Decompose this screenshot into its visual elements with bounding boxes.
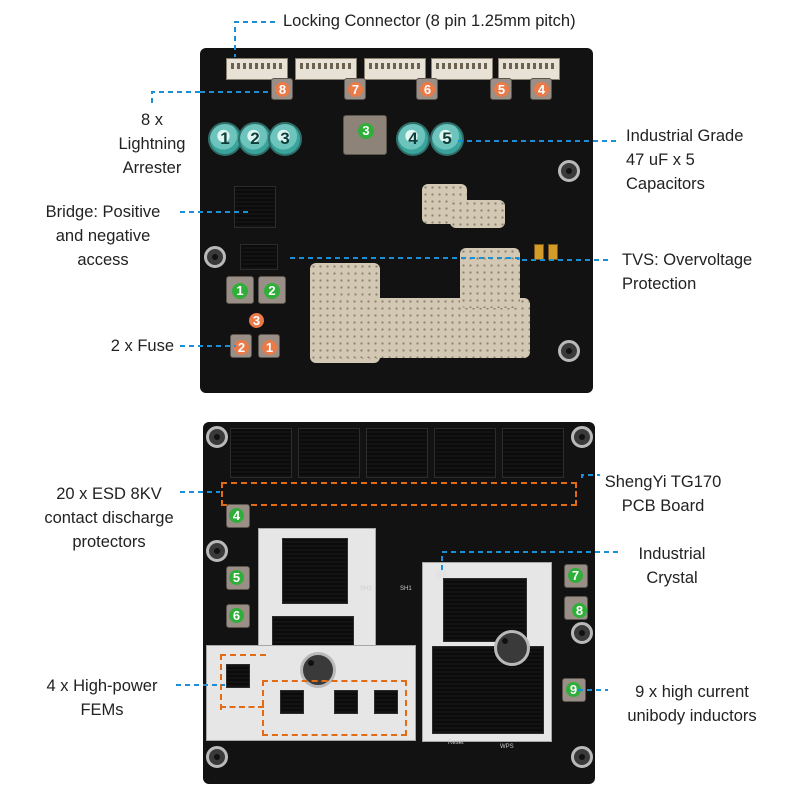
arrester-badge: 8	[275, 82, 290, 97]
callout-crystal: Industrial Crystal	[620, 542, 724, 590]
inductor-badge: 3	[358, 123, 374, 139]
industrial-crystal	[436, 570, 446, 578]
callout-line-1: TVS: Overvoltage	[622, 251, 753, 269]
callout-capacitors: Industrial Grade 47 uF x 5 Capacitors	[626, 124, 743, 196]
callout-esd: 20 x ESD 8KV contact discharge protector…	[16, 482, 202, 554]
callout-pcb: ShengYi TG170 PCB Board	[600, 470, 726, 518]
arrester-badge: 6	[420, 82, 435, 97]
locking-connector	[295, 58, 357, 80]
callout-line-2: Protection	[622, 275, 697, 293]
callout-bridge: Bridge: Positive and negative access	[28, 200, 178, 272]
wifi-chip	[432, 646, 544, 734]
silk-sh2: SH2	[360, 586, 372, 592]
callout-line-3: access	[77, 251, 129, 269]
fem-chip	[374, 690, 398, 714]
inductor-badge: 5	[229, 570, 244, 585]
inductor-badge: 4	[229, 508, 244, 523]
capacitor: 5	[430, 122, 464, 156]
callout-line-1: 9 x high current	[635, 683, 749, 701]
callout-line-3: Capacitors	[626, 175, 705, 193]
callout-lightning-arrester: 8 x Lightning Arrester	[90, 108, 214, 180]
fem-chip	[226, 664, 250, 688]
callout-fems: 4 x High-power FEMs	[30, 674, 174, 722]
mounting-hole	[300, 652, 336, 688]
fuse-badge: 3	[249, 313, 264, 328]
locking-connector	[498, 58, 560, 80]
capacitor: 2	[238, 122, 272, 156]
mounting-hole	[558, 340, 580, 362]
fuse-inductor-badge: 2	[264, 283, 280, 299]
inductor-badge: 6	[229, 608, 244, 623]
callout-line-2: and negative	[55, 227, 151, 245]
silk-reset: Reset	[448, 740, 464, 746]
bridge-rectifier-chip	[234, 186, 276, 228]
mounting-hole	[571, 426, 593, 448]
locking-connector	[226, 58, 288, 80]
locking-connector	[364, 58, 426, 80]
callout-line-2: Crystal	[646, 569, 698, 587]
callout-line-1: ShengYi TG170	[604, 473, 722, 491]
callout-inductors: 9 x high current unibody inductors	[610, 680, 774, 728]
mounting-hole	[571, 622, 593, 644]
callout-line-2: unibody inductors	[627, 707, 757, 725]
fem-chip	[334, 690, 358, 714]
fem-highlight-box	[220, 654, 266, 710]
callout-line-1: Industrial Grade	[626, 127, 744, 145]
mounting-hole	[571, 746, 593, 768]
transformer	[230, 428, 292, 478]
callout-line-2: FEMs	[80, 701, 124, 719]
silk-wps: WPS	[500, 744, 514, 750]
callout-line-1: Industrial	[638, 545, 706, 563]
callout-line-1: 20 x ESD 8KV	[56, 485, 162, 503]
mounting-hole	[206, 540, 228, 562]
esd-highlight-box	[221, 482, 577, 506]
tvs-diode-chip	[240, 244, 278, 270]
callout-line-1: Bridge: Positive	[45, 203, 161, 221]
mounting-hole	[206, 746, 228, 768]
soc-chip	[282, 538, 348, 604]
mounting-hole	[204, 246, 226, 268]
callout-line-2: contact discharge	[44, 509, 174, 527]
fem-chip	[280, 690, 304, 714]
mounting-hole	[558, 160, 580, 182]
capacitor: 4	[396, 122, 430, 156]
transformer	[298, 428, 360, 478]
silk-sh1: SH1	[400, 586, 412, 592]
callout-tvs: TVS: Overvoltage Protection	[622, 248, 752, 296]
inductor-badge: 9	[566, 682, 581, 697]
arrester-badge: 4	[534, 82, 549, 97]
callout-line-2: 47 uF x 5	[626, 151, 695, 169]
callout-line-2: Lightning	[118, 135, 186, 153]
callout-line-3: protectors	[72, 533, 146, 551]
inductor-badge: 7	[568, 568, 583, 583]
inductor-badge: 8	[572, 603, 587, 618]
callout-locking-connector: Locking Connector (8 pin 1.25mm pitch)	[283, 12, 576, 30]
transformer	[434, 428, 496, 478]
fem-highlight-box	[262, 680, 407, 736]
callout-fuse: 2 x Fuse	[110, 337, 174, 355]
fem-highlight-box	[220, 706, 264, 708]
fuse-badge: 1	[262, 340, 277, 355]
gold-pad	[548, 244, 558, 260]
copper-pour	[460, 248, 520, 308]
callout-line-2: PCB Board	[621, 497, 705, 515]
gold-pad	[534, 244, 544, 260]
mounting-hole	[206, 426, 228, 448]
callout-line-1: 8 x	[140, 111, 163, 129]
transformer	[502, 428, 564, 478]
capacitor: 3	[268, 122, 302, 156]
callout-line-1: 4 x High-power	[46, 677, 158, 695]
mounting-hole	[494, 630, 530, 666]
arrester-badge: 7	[348, 82, 363, 97]
arrester-badge: 5	[494, 82, 509, 97]
callout-line-3: Arrester	[122, 159, 182, 177]
capacitor: 1	[208, 122, 242, 156]
copper-pour	[330, 298, 530, 358]
locking-connector	[431, 58, 493, 80]
fuse-badge: 2	[234, 340, 249, 355]
fuse-inductor-badge: 1	[232, 283, 248, 299]
copper-pour	[450, 200, 505, 228]
transformer	[366, 428, 428, 478]
leader-lightning-arrester	[151, 91, 200, 105]
